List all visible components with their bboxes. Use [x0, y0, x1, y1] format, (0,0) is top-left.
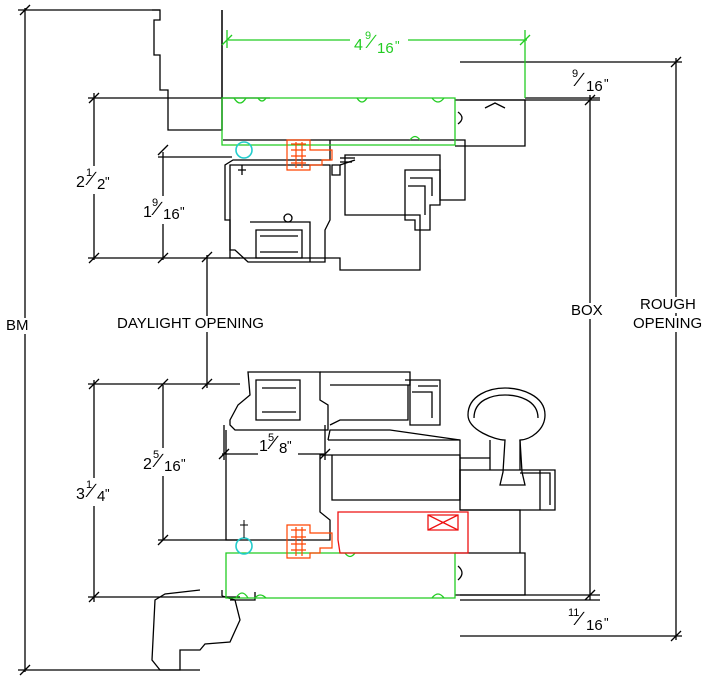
- head-frame-outline: [221, 97, 456, 146]
- box-label: BOX: [571, 302, 603, 319]
- sill-frame-outline: [225, 552, 456, 599]
- sill-depth-dimension-label: 3 1 ⁄ 4 ": [74, 478, 114, 506]
- sill-sash: [229, 371, 329, 431]
- rough-opening-label-line2: OPENING: [633, 315, 703, 332]
- sill-offset-dimension-label: 11 ⁄ 16 ": [568, 607, 609, 634]
- sash-lock-handle: [467, 387, 546, 486]
- head-depth-dimension-label: 2 1 ⁄ 2 ": [74, 166, 114, 194]
- sill-weatherstrip: [286, 524, 333, 559]
- head-glass-dimension-label: 1 9 ⁄ 16 ": [142, 196, 190, 224]
- head-bulb-seal: [235, 141, 253, 159]
- head-casing: [152, 9, 223, 131]
- bm-label: BM: [6, 317, 29, 334]
- sill-stool: [151, 589, 241, 671]
- rough-opening-label-line1: ROUGH: [640, 296, 696, 313]
- sash-lock-bracket: [337, 511, 469, 554]
- daylight-opening-label: DAYLIGHT OPENING: [117, 315, 264, 332]
- head-weatherstrip: [286, 139, 333, 171]
- sill-glass-dimension-label: 2 5 ⁄ 16 ": [142, 448, 194, 476]
- head-offset-dimension-label: 9 ⁄ 16 ": [572, 68, 609, 95]
- sill-inner-dimension-label: 1 5 ⁄ 8 ": [258, 432, 298, 458]
- top-width-dimension-label: 4 9 ⁄ 16 ": [350, 26, 408, 57]
- head-sash: [229, 164, 331, 263]
